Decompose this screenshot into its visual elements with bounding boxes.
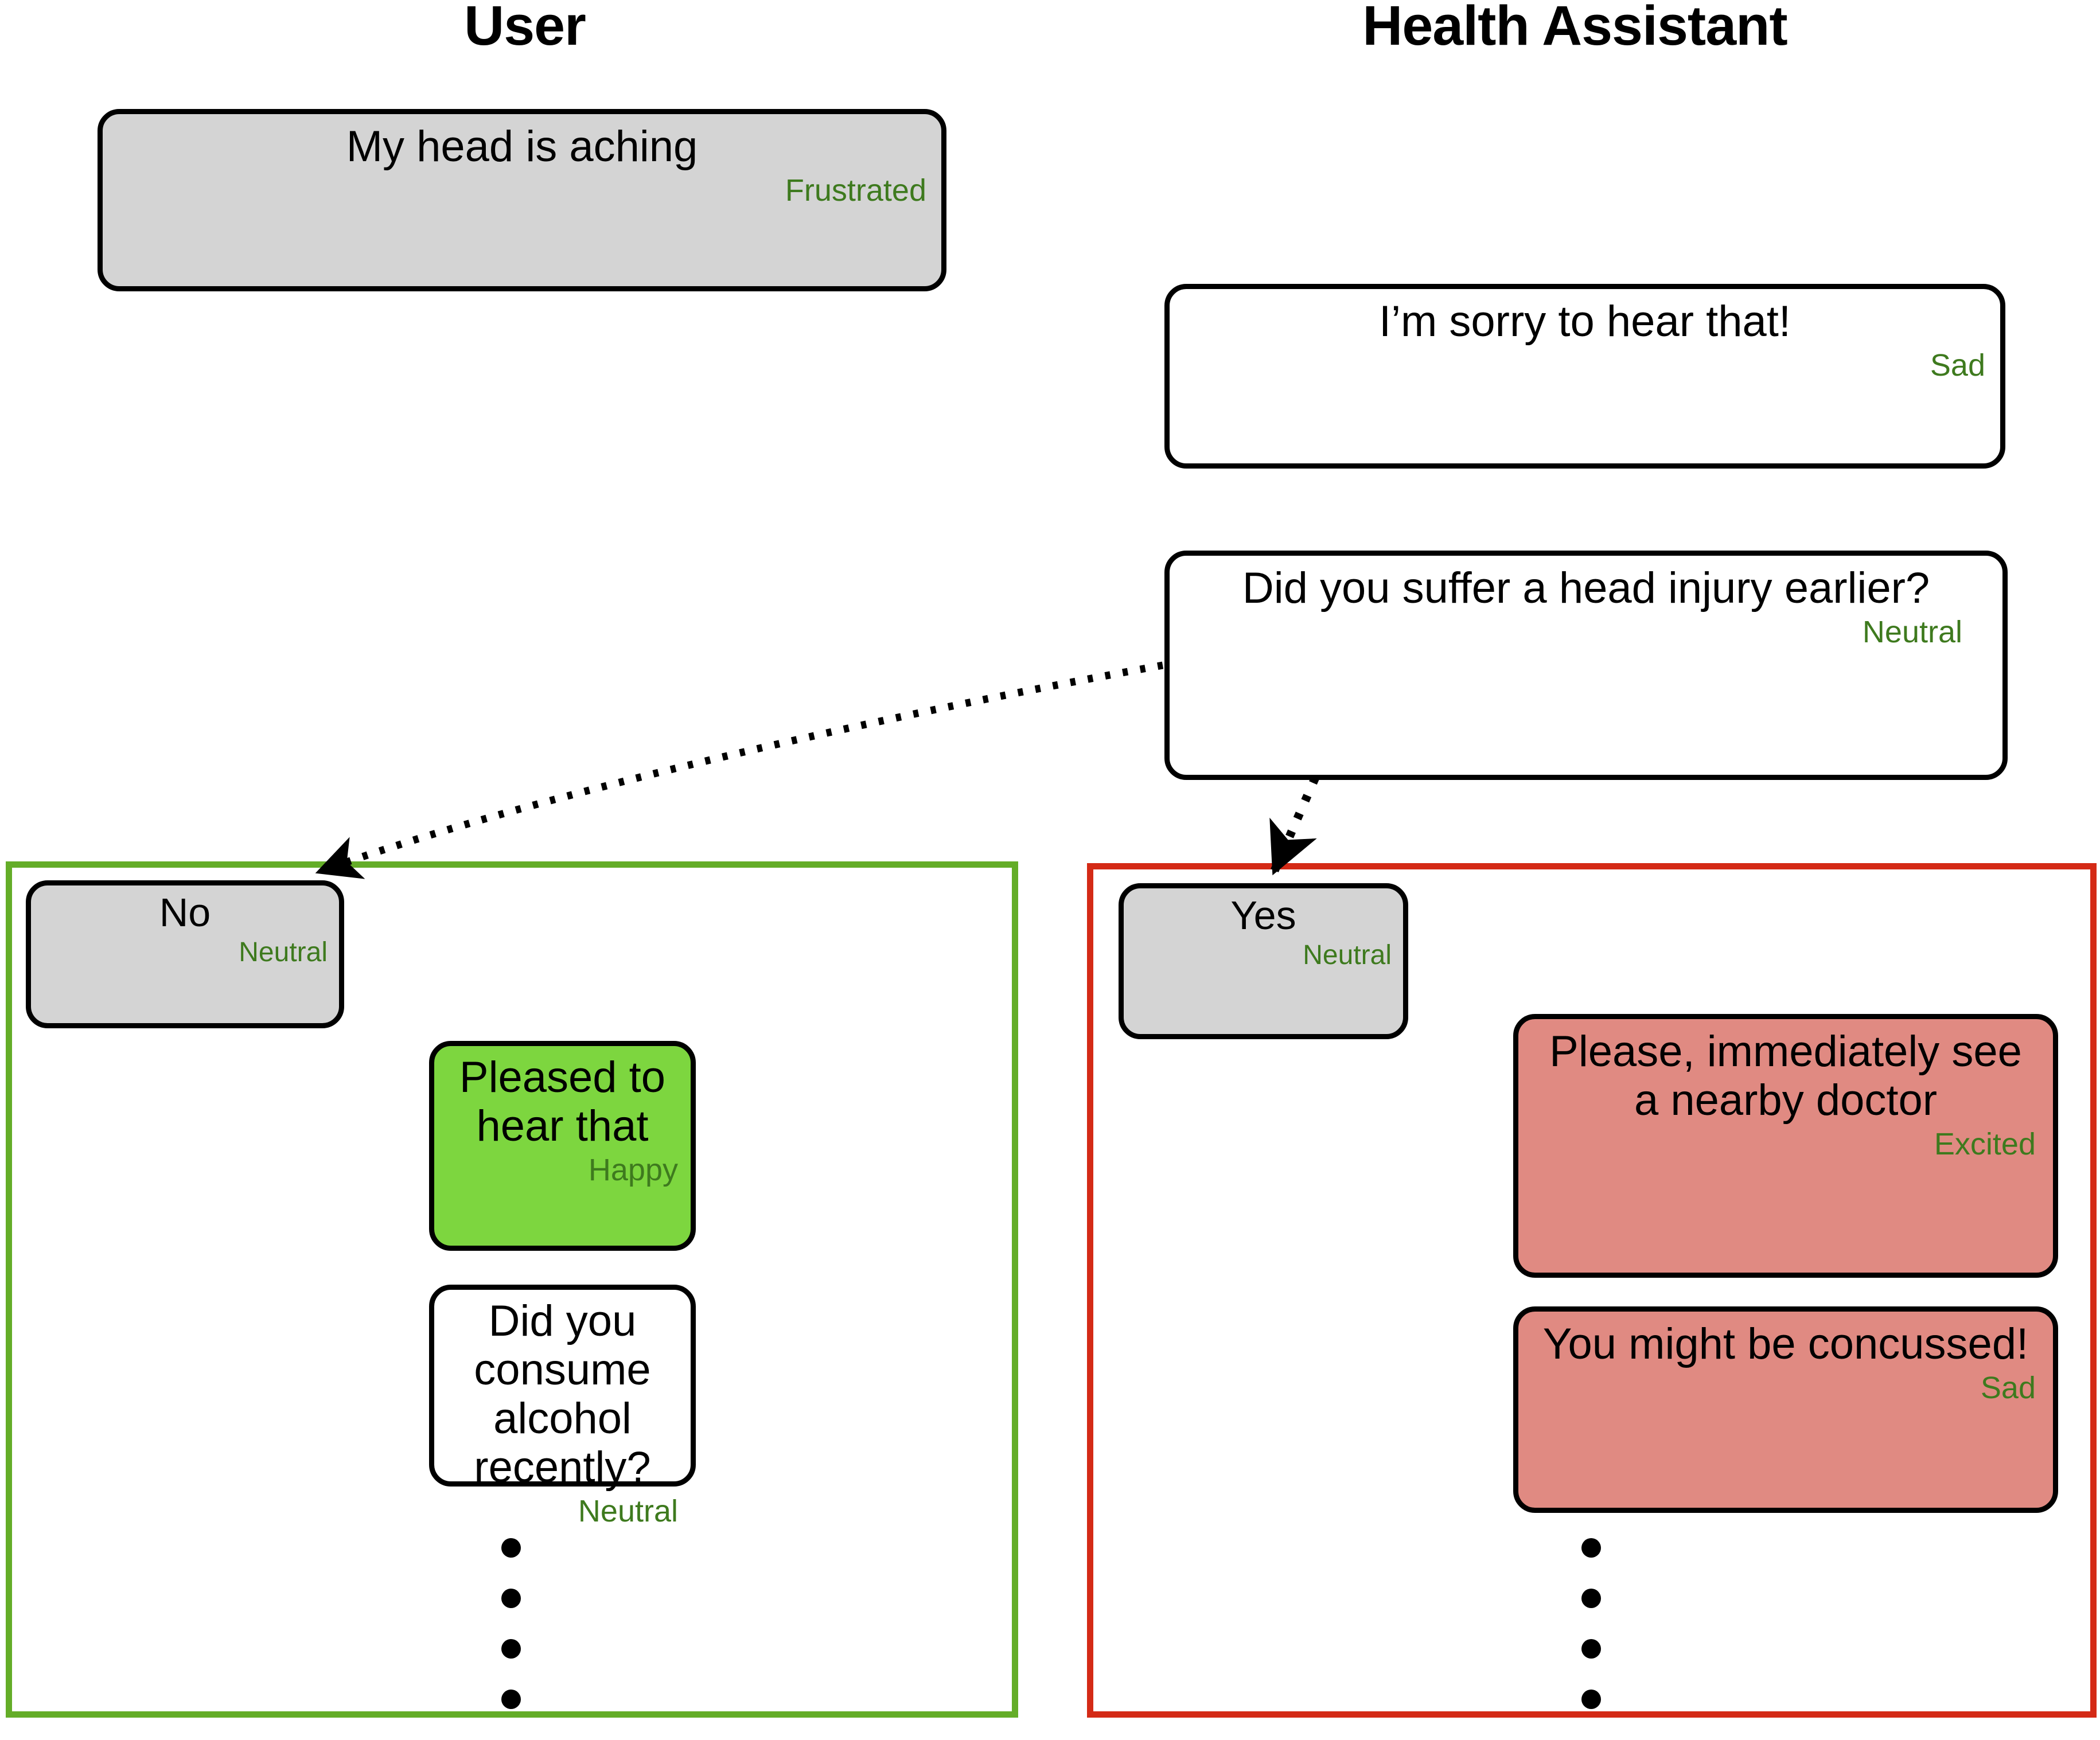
ellipsis-continuation-yes xyxy=(1581,1538,1601,1740)
bubble-assistant-concussed[interactable]: You might be concussed! Sad xyxy=(1513,1306,2058,1513)
emotion-label: Frustrated xyxy=(785,173,926,208)
connector-arrow-to-no xyxy=(315,661,1164,879)
ellipsis-dot xyxy=(501,1690,521,1709)
column-header-assistant: Health Assistant xyxy=(1362,0,1787,57)
ellipsis-dot xyxy=(501,1589,521,1608)
bubble-user-no[interactable]: No Neutral xyxy=(26,880,344,1028)
emotion-label: Neutral xyxy=(1303,940,1392,971)
emotion-label: Sad xyxy=(1980,1371,2036,1406)
emotion-label: Neutral xyxy=(239,937,328,968)
bubble-text: Did you consume alcohol recently? xyxy=(474,1297,651,1492)
emotion-label: Sad xyxy=(1930,348,1985,383)
bubble-text: Please, immediately see a nearby doctor xyxy=(1549,1027,2022,1125)
bubble-user-yes[interactable]: Yes Neutral xyxy=(1119,883,1408,1039)
emotion-label: Happy xyxy=(588,1153,678,1188)
ellipsis-dot xyxy=(1581,1639,1601,1659)
bubble-text: My head is aching xyxy=(346,122,698,171)
ellipsis-dot xyxy=(1581,1589,1601,1608)
ellipsis-dot xyxy=(1581,1538,1601,1558)
bubble-text: No xyxy=(159,890,211,935)
bubble-assistant-sorry[interactable]: I’m sorry to hear that! Sad xyxy=(1164,284,2005,469)
bubble-assistant-alcohol[interactable]: Did you consume alcohol recently? Neutra… xyxy=(429,1285,696,1528)
bubble-assistant-question[interactable]: Did you suffer a head injury earlier? Ne… xyxy=(1164,551,2008,780)
emotion-label: Neutral xyxy=(578,1494,678,1529)
bubble-text: Did you suffer a head injury earlier? xyxy=(1242,564,1930,612)
ellipsis-dot xyxy=(501,1538,521,1558)
bubble-assistant-pleased[interactable]: Pleased to hear that Happy xyxy=(429,1041,696,1251)
emotion-label: Neutral xyxy=(1862,615,1962,650)
emotion-label: Excited xyxy=(1934,1127,2036,1162)
bubble-text: I’m sorry to hear that! xyxy=(1378,297,1791,346)
ellipsis-dot xyxy=(1581,1690,1601,1709)
bubble-text: You might be concussed! xyxy=(1542,1320,2029,1368)
ellipsis-continuation-no xyxy=(501,1538,521,1740)
connector-arrow-to-yes xyxy=(1269,775,1319,876)
ellipsis-dot xyxy=(501,1639,521,1659)
column-header-user: User xyxy=(464,0,586,57)
branch-panel-yes xyxy=(1087,863,2097,1718)
bubble-user-opening[interactable]: My head is aching Frustrated xyxy=(98,109,946,291)
bubble-text: Pleased to hear that xyxy=(459,1053,666,1151)
bubble-text: Yes xyxy=(1230,893,1296,938)
bubble-assistant-urgent[interactable]: Please, immediately see a nearby doctor … xyxy=(1513,1014,2058,1278)
